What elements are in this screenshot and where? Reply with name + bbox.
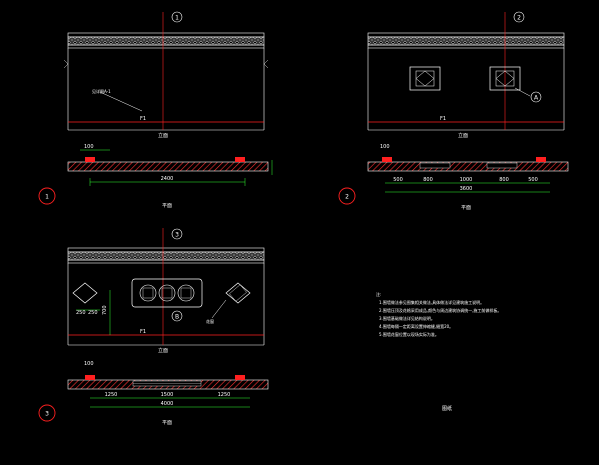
view-number: 3 bbox=[45, 411, 49, 418]
note-item: 2.围墙压顶及花格采用成品,颜色与周边建筑协调统一,施工前做样板。 bbox=[379, 307, 501, 313]
view-number-circle bbox=[38, 187, 56, 205]
view-number: 1 bbox=[45, 194, 49, 201]
detail-mark: A bbox=[534, 95, 539, 102]
side-dim: 250 bbox=[76, 310, 86, 316]
dim-total: 4000 bbox=[161, 401, 174, 407]
view-2: 2 A F1 立面 100 500 800 1000 800 bbox=[338, 11, 569, 211]
plan-1: 100 2400 平面 bbox=[67, 144, 273, 209]
dim-top: 100 bbox=[84, 144, 94, 150]
dim-seg: 1500 bbox=[161, 392, 174, 398]
height-label: F1 bbox=[440, 116, 446, 122]
dim-seg: 800 bbox=[423, 177, 433, 183]
plan-2: 100 500 800 1000 800 500 3600 平面 bbox=[367, 144, 569, 211]
section-mark: 2 bbox=[517, 15, 521, 22]
detail-mark: B bbox=[175, 314, 179, 321]
dim-seg: 1250 bbox=[105, 392, 118, 398]
dim-seg: 800 bbox=[499, 177, 509, 183]
note-item: 5.围墙花窗位置以现场实际为准。 bbox=[379, 331, 439, 337]
plan-caption: 平面 bbox=[162, 420, 172, 426]
elevation-caption: 立面 bbox=[158, 347, 168, 354]
notes-block: 注: 1.围墙做法参见图集相关做法,具体做法详见建筑施工说明。 2.围墙压顶及花… bbox=[376, 291, 501, 412]
view-3: 3 B 花窗 250 250 700 F1 bbox=[38, 228, 269, 426]
elevation-caption: 立面 bbox=[458, 132, 468, 139]
note-item: 1.围墙做法参见图集相关做法,具体做法详见建筑施工说明。 bbox=[379, 299, 484, 305]
plan-3: 100 1250 1500 1250 4000 平面 bbox=[67, 361, 269, 426]
dim-seg: 500 bbox=[393, 177, 403, 183]
vertical-dim: 700 bbox=[102, 305, 108, 315]
lattice-window-right bbox=[489, 66, 521, 91]
section-mark: 1 bbox=[175, 15, 179, 22]
elevation-3: 3 B 花窗 250 250 700 F1 bbox=[67, 228, 265, 354]
elevation-2: 2 A F1 立面 bbox=[367, 11, 565, 139]
view-1: 1 见详图A-1 F1 立面 100 2400 平面 1 bbox=[38, 11, 273, 209]
note-item: 4.围墙每隔一定距离设置伸缩缝,缝宽20。 bbox=[379, 323, 453, 329]
dim-total: 3600 bbox=[460, 186, 473, 192]
elevation-1: 1 见详图A-1 F1 立面 bbox=[63, 11, 269, 139]
side-dim: 250 bbox=[88, 310, 98, 316]
dim-seg: 1250 bbox=[218, 392, 231, 398]
central-lattice-window bbox=[131, 278, 203, 308]
elevation-caption: 立面 bbox=[158, 132, 168, 139]
stamp-text: 图纸 bbox=[442, 405, 452, 412]
dim-seg: 500 bbox=[528, 177, 538, 183]
plan-caption: 平面 bbox=[162, 203, 172, 209]
diamond-window-right bbox=[225, 282, 251, 304]
note-item: 3.围墙基础做法详见结构说明。 bbox=[379, 315, 435, 321]
section-mark-circle bbox=[171, 11, 183, 23]
plan-caption: 平面 bbox=[461, 205, 471, 211]
diamond-window-left bbox=[72, 282, 98, 304]
dim-seg: 1000 bbox=[460, 177, 473, 183]
leader-text: 花窗 bbox=[206, 318, 214, 324]
dim-top: 100 bbox=[84, 361, 94, 367]
height-label: F1 bbox=[140, 116, 146, 122]
height-label: F1 bbox=[140, 329, 146, 335]
leader-text: 见详图A-1 bbox=[92, 88, 111, 94]
lattice-window-left bbox=[409, 66, 441, 91]
notes-heading: 注: bbox=[376, 291, 381, 297]
section-mark: 3 bbox=[175, 232, 179, 239]
view-number: 2 bbox=[345, 194, 349, 201]
dim-bottom: 2400 bbox=[161, 176, 174, 182]
dim-top: 100 bbox=[380, 144, 390, 150]
